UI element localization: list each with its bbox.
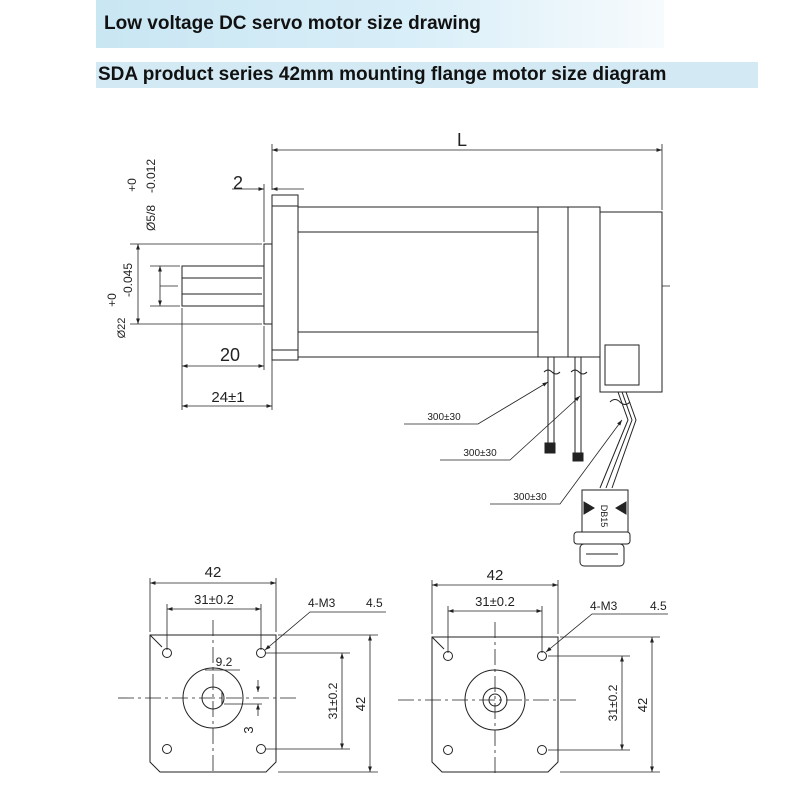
hole-leader <box>264 611 386 651</box>
encoder-cable <box>599 391 629 489</box>
dim-boss-diameter: Ø22 <box>116 318 128 339</box>
front-boss <box>182 667 244 729</box>
leader-line-3 <box>490 419 623 505</box>
encoder-cable-3 <box>611 391 637 489</box>
hole-spec: 4-M3 <box>308 596 336 610</box>
cable-end <box>544 442 556 454</box>
dim-height-spacing-2: 31±0.2 <box>606 684 620 721</box>
front-flange <box>271 194 299 361</box>
leader-line-2 <box>440 395 581 461</box>
break-mark-2 <box>570 369 588 375</box>
dim-shaft-tol-lower: -0.012 <box>144 159 158 193</box>
front-shaft <box>201 686 225 710</box>
dim-shaft-flat-length: 20 <box>220 345 240 365</box>
rear-flange <box>537 206 569 358</box>
hole-leader-2 <box>545 613 668 653</box>
mount-hole-3 <box>162 744 172 754</box>
rear-bore <box>488 693 502 707</box>
connector-label: DB15 <box>599 505 609 528</box>
break-mark <box>543 369 561 375</box>
motor-body <box>297 206 539 358</box>
dim-hole-spacing: 31±0.2 <box>194 592 234 607</box>
dim-height: 42 <box>353 697 368 711</box>
front-view-labels: 42 31±0.2 4-M3 4.5 9.2 3 31±0.2 42 <box>194 564 383 734</box>
mount-hole-8 <box>537 745 547 755</box>
hole-depth-2: 4.5 <box>650 599 667 613</box>
rear-view <box>398 622 580 775</box>
dim-width: 42 <box>205 564 222 581</box>
front-chamfer <box>149 634 163 648</box>
cable-length-label: 300±30 <box>427 412 461 423</box>
hole-spec-2: 4-M3 <box>590 599 618 613</box>
rear-flange-outline <box>431 636 559 773</box>
rear-view-labels: 42 31±0.2 4-M3 4.5 31±0.2 42 <box>475 567 667 721</box>
dim-hole-spacing-2: 31±0.2 <box>475 594 515 609</box>
dim-height-2: 42 <box>635 698 650 712</box>
page-subtitle: SDA product series 42mm mounting flange … <box>98 64 667 85</box>
connector-latch <box>583 501 595 515</box>
side-view <box>160 194 670 567</box>
shaft <box>181 265 265 307</box>
dim-boss: 9.2 <box>216 655 233 669</box>
dim-height-spacing: 31±0.2 <box>326 682 340 719</box>
leader-line <box>404 381 549 425</box>
rear-boss <box>464 669 526 731</box>
dim-boss-tol-upper: +0 <box>105 293 119 307</box>
front-view <box>118 620 298 775</box>
side-view-dimensions <box>130 144 663 505</box>
front-view-dimensions <box>149 578 386 773</box>
cable-length-label-3: 300±30 <box>513 492 547 503</box>
subtitle-banner: SDA product series 42mm mounting flange … <box>96 62 758 88</box>
rear-view-dimensions <box>431 580 668 773</box>
connector-plug <box>579 543 625 567</box>
side-view-labels: L 2 +0 Ø5/8 -0.012 +0 -0.045 Ø22 20 24±1… <box>105 130 609 527</box>
mount-hole-7 <box>443 745 453 755</box>
cable-length-label-2: 300±30 <box>463 448 497 459</box>
dim-boss-tol-lower: -0.045 <box>121 263 135 297</box>
front-flange-outline <box>149 634 277 773</box>
page-title: Low voltage DC servo motor size drawing <box>104 13 481 34</box>
encoder-section <box>567 206 601 358</box>
hole-depth: 4.5 <box>366 596 383 610</box>
dim-length-label: L <box>457 130 467 150</box>
cable-gland <box>604 344 640 386</box>
dim-shaft-length: 24±1 <box>211 389 244 406</box>
rear-chamfer <box>431 636 445 650</box>
shaft-boss <box>263 243 273 325</box>
encoder-cable-2 <box>605 391 633 489</box>
dim-width-2: 42 <box>487 567 504 584</box>
cable-end-2 <box>572 452 584 462</box>
title-banner: Low voltage DC servo motor size drawing <box>96 0 664 48</box>
mount-hole-4 <box>256 744 266 754</box>
dim-shaft-tol-upper: +0 <box>125 178 139 192</box>
dim-flange-thickness: 2 <box>233 173 243 193</box>
connector-latch-2 <box>615 501 627 515</box>
break-mark-3 <box>609 399 631 405</box>
dim-flat: 3 <box>241 726 256 733</box>
dim-shaft-diameter: Ø5/8 <box>144 205 158 231</box>
rear-hub <box>482 687 508 713</box>
connector-shell <box>573 531 631 545</box>
